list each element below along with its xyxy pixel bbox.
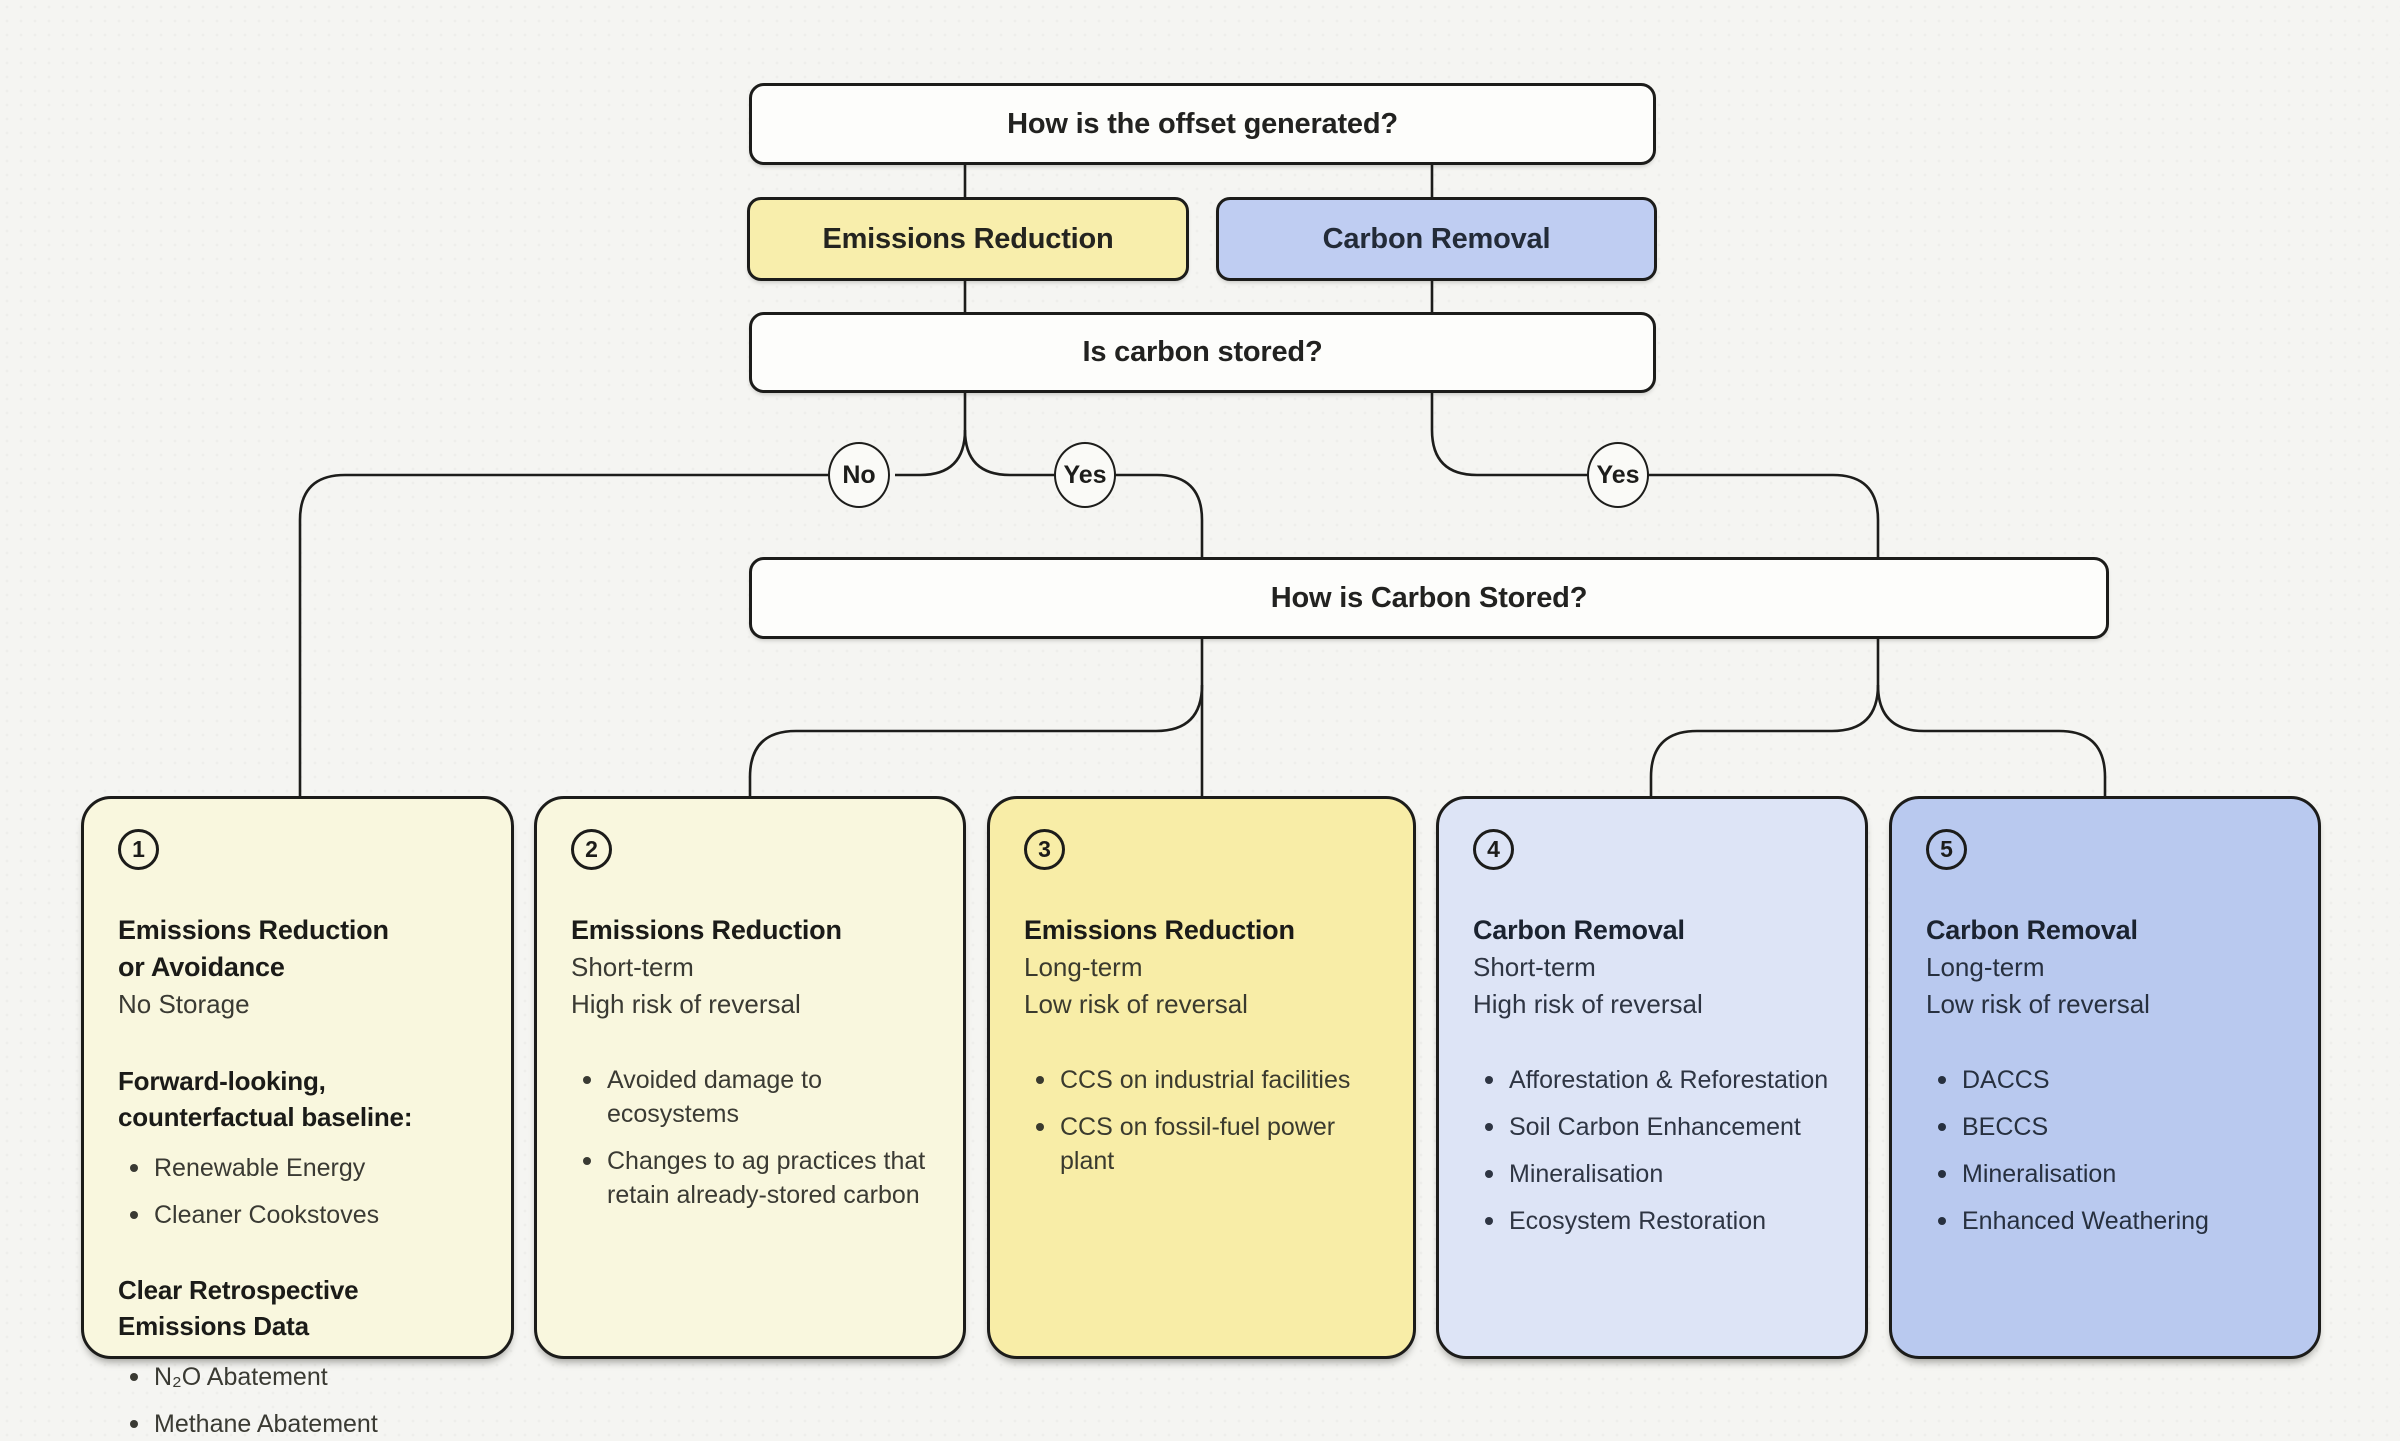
card-number-badge: 5 bbox=[1926, 829, 1967, 870]
branch-emissions-reduction: Emissions Reduction bbox=[747, 197, 1189, 281]
card-subtitle-line: Long-term bbox=[1926, 952, 2045, 982]
card-subtitle-line: No Storage bbox=[118, 989, 250, 1019]
card-title-line: Emissions Reduction bbox=[118, 915, 389, 945]
card-number-badge: 3 bbox=[1024, 829, 1065, 870]
branch-label: Emissions Reduction bbox=[822, 222, 1114, 255]
card-title-line: Emissions Reduction bbox=[1024, 915, 1295, 945]
question-box-how-is-carbon-stored: How is Carbon Stored? bbox=[749, 557, 2109, 639]
card-section-heading-line: Clear Retrospective bbox=[118, 1275, 359, 1305]
card-subtitle-line: Short-term bbox=[571, 952, 694, 982]
card-bullet-item: Mineralisation bbox=[1473, 1157, 1841, 1191]
decision-node-no: No bbox=[828, 442, 890, 508]
card-section-heading-line: Emissions Data bbox=[118, 1311, 309, 1341]
card-bullet-item: N₂O Abatement bbox=[118, 1360, 487, 1394]
branch-carbon-removal: Carbon Removal bbox=[1216, 197, 1657, 281]
connector-no-to-card-1 bbox=[298, 473, 830, 797]
connector-yes-right-to-q3 bbox=[1647, 473, 1880, 558]
card-bullet-item: BECCS bbox=[1926, 1110, 2294, 1144]
card-bullet-item: CCS on industrial facilities bbox=[1024, 1063, 1389, 1097]
card-number-badge: 1 bbox=[118, 829, 159, 870]
question-text: How is the offset generated? bbox=[1007, 107, 1398, 140]
card-bullet-item: Afforestation & Reforestation bbox=[1473, 1063, 1841, 1097]
card-subtitle-line: High risk of reversal bbox=[1473, 989, 1703, 1019]
question-box-is-carbon-stored: Is carbon stored? bbox=[749, 312, 1656, 393]
decision-node-yes-right: Yes bbox=[1587, 442, 1649, 508]
card-bullet-item: DACCS bbox=[1926, 1063, 2294, 1097]
card-bullet-item: Mineralisation bbox=[1926, 1157, 2294, 1191]
card-bullet-item: Ecosystem Restoration bbox=[1473, 1204, 1841, 1238]
card-bullet-item: Avoided damage to ecosystems bbox=[571, 1063, 939, 1131]
card-number-badge: 2 bbox=[571, 829, 612, 870]
card-subtitle-line: Low risk of reversal bbox=[1926, 989, 2150, 1019]
decision-node-yes-left: Yes bbox=[1054, 442, 1116, 508]
connector-q2-fork-to-no bbox=[895, 387, 967, 477]
decision-label: No bbox=[842, 460, 876, 489]
branch-label: Carbon Removal bbox=[1322, 222, 1551, 255]
card-bullet-item: Enhanced Weathering bbox=[1926, 1204, 2294, 1238]
card-bullet-item: Soil Carbon Enhancement bbox=[1473, 1110, 1841, 1144]
question-text: How is Carbon Stored? bbox=[1270, 581, 1588, 614]
decision-label: Yes bbox=[1063, 460, 1107, 489]
card-bullet-item: Cleaner Cookstoves bbox=[118, 1198, 487, 1232]
connector-q2-fork-to-yes-left bbox=[963, 429, 1056, 477]
card-subtitle-line: Short-term bbox=[1473, 952, 1596, 982]
card-subtitle-line: Long-term bbox=[1024, 952, 1143, 982]
connector-q3-fork-to-card-5 bbox=[1876, 684, 2107, 797]
card-number-badge: 4 bbox=[1473, 829, 1514, 870]
connector-q3-branch-to-card-2 bbox=[748, 684, 1204, 797]
connector-carbon-removal-branch-to-yes-right bbox=[1430, 387, 1590, 477]
card-title-line: or Avoidance bbox=[118, 952, 285, 982]
card-bullet-item: CCS on fossil-fuel power plant bbox=[1024, 1110, 1389, 1178]
question-text: Is carbon stored? bbox=[1082, 336, 1323, 368]
card-section-heading-line: counterfactual baseline: bbox=[118, 1102, 413, 1132]
card-subtitle-line: High risk of reversal bbox=[571, 989, 801, 1019]
card-bullet-item: Methane Abatement bbox=[118, 1407, 487, 1441]
card-subtitle-line: Low risk of reversal bbox=[1024, 989, 1248, 1019]
decision-label: Yes bbox=[1596, 460, 1640, 489]
connector-yes-left-to-q3 bbox=[1114, 473, 1204, 558]
card-title-line: Carbon Removal bbox=[1926, 915, 2138, 945]
card-title-line: Carbon Removal bbox=[1473, 915, 1685, 945]
card-bullet-item: Renewable Energy bbox=[118, 1151, 487, 1185]
card-bullet-item: Changes to ag practices that retain alre… bbox=[571, 1144, 939, 1212]
card-title-line: Emissions Reduction bbox=[571, 915, 842, 945]
connector-q3-fork-to-card-4 bbox=[1649, 633, 1880, 797]
question-box-offset-generated: How is the offset generated? bbox=[749, 83, 1656, 165]
card-section-heading-line: Forward-looking, bbox=[118, 1066, 326, 1096]
card-section: Forward-looking, counterfactual baseline:… bbox=[118, 1063, 487, 1232]
